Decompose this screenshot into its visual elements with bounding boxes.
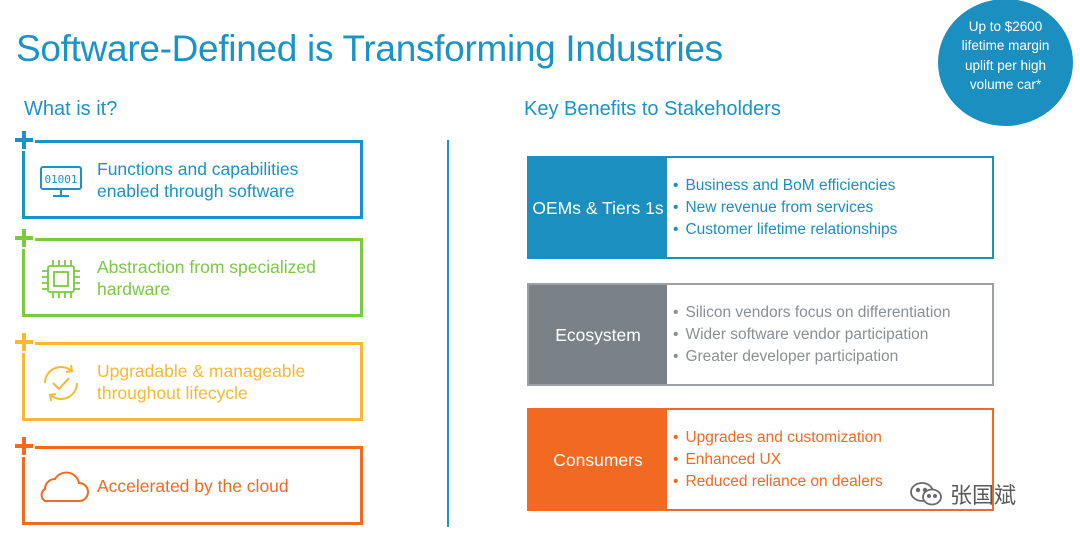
- benefit-point: New revenue from services: [673, 197, 897, 219]
- benefit-point: Upgrades and customization: [673, 427, 883, 449]
- what-text: Accelerated by the cloud: [97, 475, 289, 496]
- binary-text: 01001: [44, 173, 77, 186]
- benefit-label: Ecosystem: [529, 285, 667, 384]
- cycle-check-icon: [37, 361, 85, 405]
- slide-title: Software-Defined is Transforming Industr…: [16, 28, 723, 69]
- benefit-list: Upgrades and customization Enhanced UX R…: [667, 410, 883, 509]
- margin-uplift-badge: Up to $2600 lifetime margin uplift per h…: [938, 0, 1073, 126]
- what-box-lifecycle: Upgradable & manageable throughout lifec…: [13, 331, 363, 421]
- benefit-row-oems: OEMs & Tiers 1s Business and BoM efficie…: [527, 156, 994, 259]
- wechat-icon: [910, 482, 942, 506]
- binary-monitor-icon: 01001: [37, 159, 85, 203]
- what-text: Functions and capabilities enabled throu…: [97, 158, 299, 201]
- plus-icon: [13, 227, 35, 249]
- benefit-row-ecosystem: Ecosystem Silicon vendors focus on diffe…: [527, 283, 994, 386]
- benefit-row-consumers: Consumers Upgrades and customization Enh…: [527, 408, 994, 511]
- benefit-point: Silicon vendors focus on differentiation: [673, 302, 950, 324]
- badge-text: Up to $2600 lifetime margin uplift per h…: [961, 18, 1050, 93]
- benefit-point: Customer lifetime relationships: [673, 219, 897, 241]
- watermark-text: 张国斌: [950, 483, 1017, 508]
- benefit-point: Reduced reliance on dealers: [673, 471, 882, 493]
- chip-icon: [37, 257, 85, 301]
- what-text: Upgradable & manageable throughout lifec…: [97, 360, 306, 403]
- benefit-point: Business and BoM efficiencies: [673, 175, 897, 197]
- column-divider: [447, 140, 449, 527]
- left-heading: What is it?: [24, 98, 118, 120]
- plus-icon: [13, 331, 35, 353]
- what-box-cloud: Accelerated by the cloud: [13, 435, 363, 525]
- what-box-software: 01001 Functions and capabilities enabled…: [13, 129, 363, 219]
- benefit-label: Consumers: [529, 410, 667, 509]
- benefit-point: Wider software vendor participation: [673, 324, 951, 346]
- right-heading: Key Benefits to Stakeholders: [524, 98, 781, 120]
- plus-icon: [13, 129, 35, 151]
- benefit-label: OEMs & Tiers 1s: [529, 158, 667, 257]
- benefit-point: Greater developer participation: [673, 346, 951, 368]
- watermark: 张国斌: [908, 478, 1016, 510]
- what-box-hardware: Abstraction from specialized hardware: [13, 227, 363, 317]
- benefit-point: Enhanced UX: [673, 449, 883, 471]
- cloud-icon: [33, 465, 91, 509]
- what-text: Abstraction from specialized hardware: [97, 256, 316, 299]
- benefit-list: Silicon vendors focus on differentiation…: [667, 285, 951, 384]
- benefit-list: Business and BoM efficiencies New revenu…: [667, 158, 897, 257]
- plus-icon: [13, 435, 35, 457]
